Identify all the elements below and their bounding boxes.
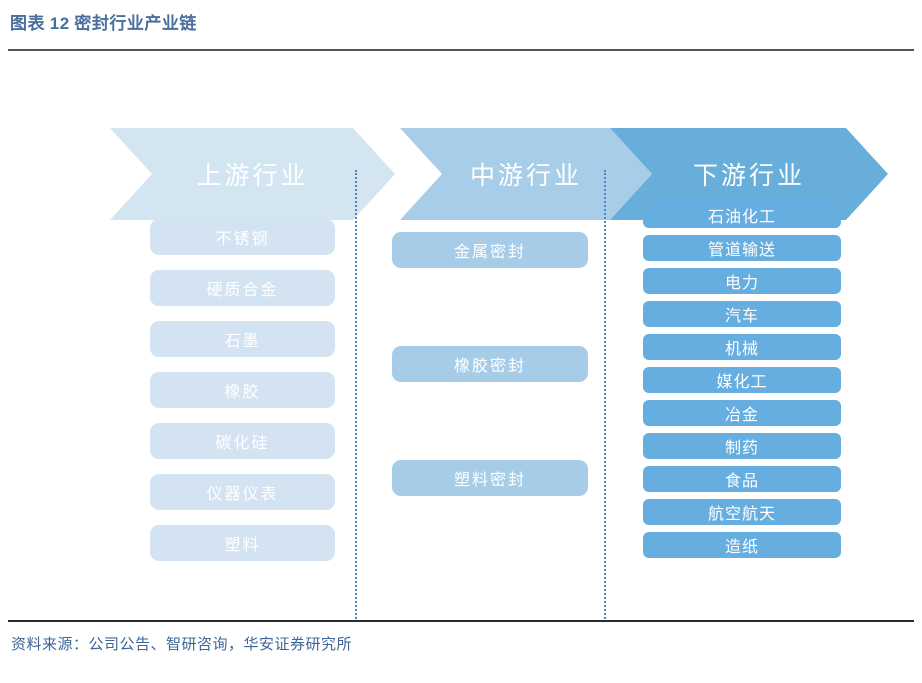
column-divider-right (604, 170, 606, 622)
node-downstream-item[interactable]: 管道输送 (643, 235, 841, 261)
stage-header-midstream[interactable]: 中游行业 (400, 128, 652, 220)
node-downstream-item[interactable]: 食品 (643, 466, 841, 492)
node-downstream-item[interactable]: 机械 (643, 334, 841, 360)
node-upstream-item[interactable]: 碳化硅 (150, 423, 335, 459)
node-midstream-item[interactable]: 橡胶密封 (392, 346, 588, 382)
node-downstream-item[interactable]: 汽车 (643, 301, 841, 327)
node-upstream-item[interactable]: 塑料 (150, 525, 335, 561)
figure-label-prefix: 图表 (10, 14, 45, 33)
stage-header-upstream-label: 上游行业 (196, 162, 309, 190)
node-midstream-item[interactable]: 金属密封 (392, 232, 588, 268)
header-divider-rule (8, 49, 914, 51)
figure-number: 12 (49, 14, 70, 33)
node-downstream-item[interactable]: 造纸 (643, 532, 841, 558)
stage-column-downstream: 石油化工 管道输送 电力 汽车 机械 媒化工 冶金 制药 食品 航空航天 造纸 (643, 202, 841, 558)
node-downstream-item[interactable]: 石油化工 (643, 202, 841, 228)
stage-column-upstream: 不锈钢 硬质合金 石墨 橡胶 碳化硅 仪器仪表 塑料 (150, 219, 335, 561)
node-upstream-item[interactable]: 石墨 (150, 321, 335, 357)
node-downstream-item[interactable]: 电力 (643, 268, 841, 294)
node-upstream-item[interactable]: 仪器仪表 (150, 474, 335, 510)
page-title: 图表 12 密封行业产业链 (10, 9, 197, 34)
node-downstream-item[interactable]: 航空航天 (643, 499, 841, 525)
stage-header-upstream[interactable]: 上游行业 (110, 128, 395, 220)
node-downstream-item[interactable]: 媒化工 (643, 367, 841, 393)
value-chain-diagram: 上游行业 中游行业 下游行业 不锈钢 硬质合金 石墨 橡胶 碳化硅 仪器仪表 塑… (0, 52, 922, 622)
node-downstream-item[interactable]: 冶金 (643, 400, 841, 426)
stage-header-midstream-label: 中游行业 (469, 162, 582, 190)
stage-column-midstream: 金属密封 橡胶密封 塑料密封 (392, 232, 588, 496)
node-upstream-item[interactable]: 硬质合金 (150, 270, 335, 306)
node-upstream-item[interactable]: 橡胶 (150, 372, 335, 408)
source-note: 资料来源：公司公告、智研咨询，华安证券研究所 (11, 637, 353, 653)
node-downstream-item[interactable]: 制药 (643, 433, 841, 459)
node-upstream-item[interactable]: 不锈钢 (150, 219, 335, 255)
footer-divider-rule (8, 620, 914, 622)
figure-title-text: 密封行业产业链 (74, 14, 197, 33)
column-divider-left (355, 170, 357, 622)
stage-header-downstream-label: 下游行业 (692, 162, 805, 190)
node-midstream-item[interactable]: 塑料密封 (392, 460, 588, 496)
